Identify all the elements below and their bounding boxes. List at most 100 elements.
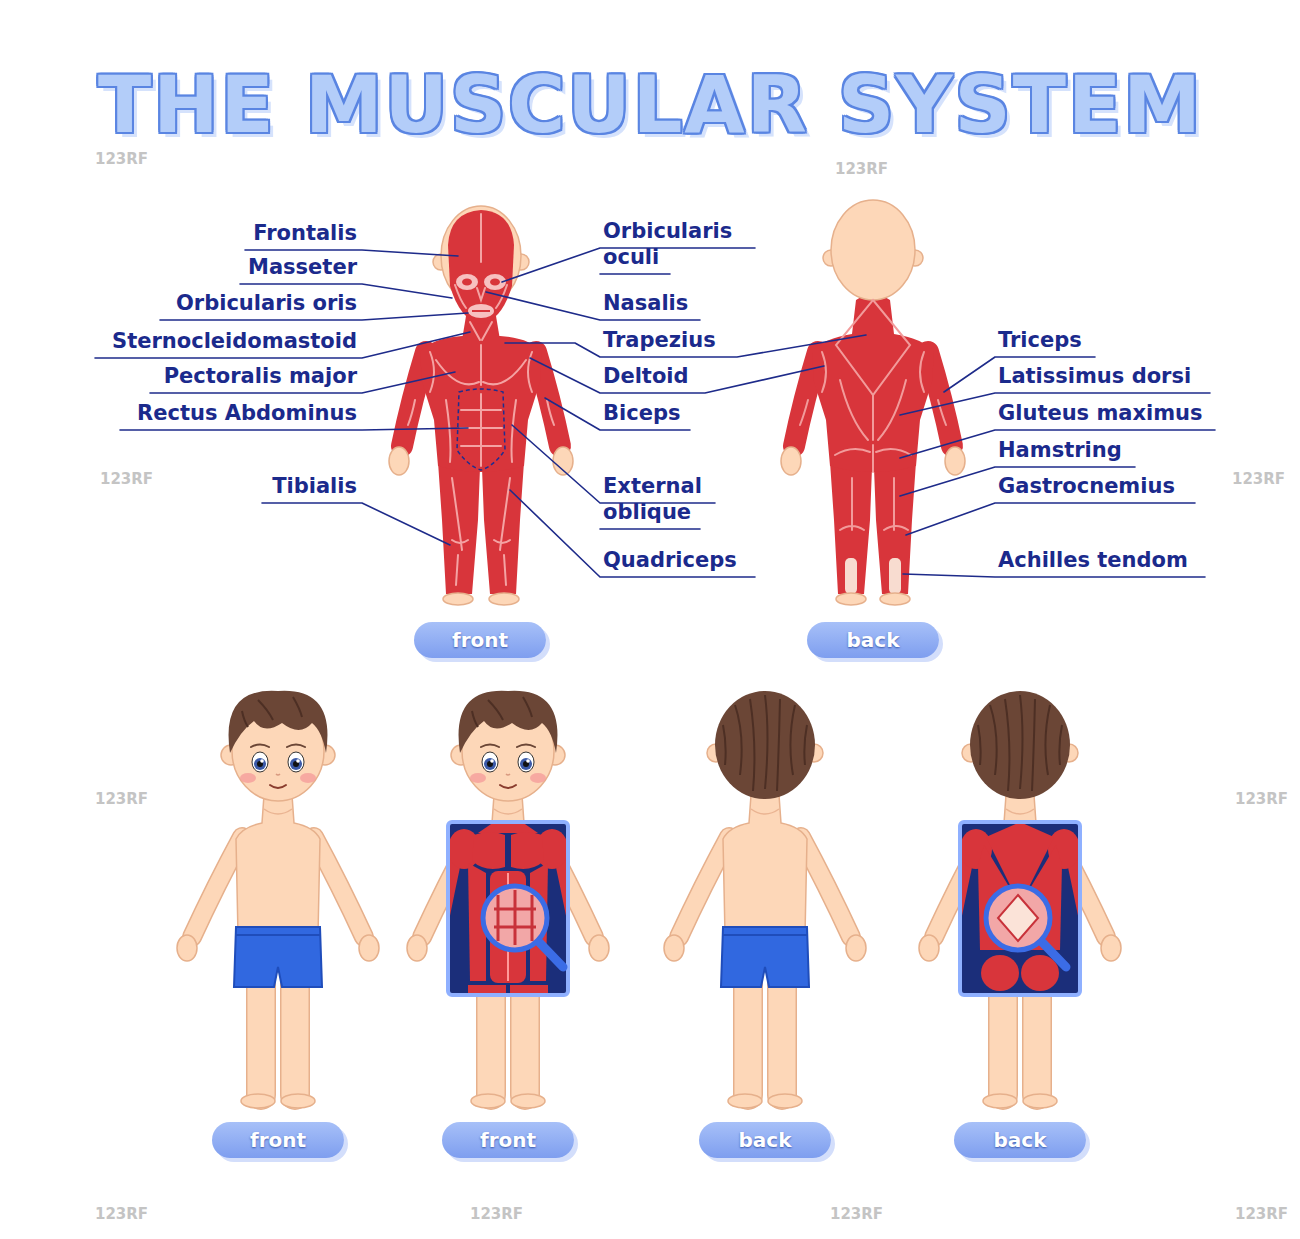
boy-front-muscles [448,822,568,995]
muscle-label: Frontalis [253,220,357,246]
boy-back [664,795,866,1108]
button-label: back [847,628,900,652]
muscle-figure-front [468,304,494,318]
muscle-figure-back [800,300,946,530]
boy-back-muscles [960,822,1080,995]
boy-front [177,795,379,1108]
muscle-figure-front [448,210,514,324]
muscle-label: Biceps [603,400,680,426]
watermark: 123RF [1235,1205,1288,1223]
muscle-figure-back [822,352,924,392]
boy-front-muscles [451,691,565,801]
muscle-figure-back [845,558,857,594]
muscle-label: External oblique [603,473,753,525]
boy-front-muscles [483,886,547,950]
muscle-figure-back [812,294,934,472]
leader-lines [600,528,700,530]
watermark: 123RF [1235,790,1288,808]
boy-back-muscles [960,822,1080,995]
muscle-figure-front [389,206,573,605]
boy-front-muscles [448,822,568,995]
muscle-figure-front [430,352,532,392]
view-button: front [442,1122,574,1158]
muscle-figure-front [470,322,492,340]
muscle-figure-back [836,593,866,605]
muscle-label: Trapezius [603,327,716,353]
button-label: back [739,1128,792,1152]
button-label: front [452,628,508,652]
muscle-label: Orbicularis oris [176,290,357,316]
view-button: back [699,1122,831,1158]
muscle-figure-back [945,447,965,475]
muscle-label: Masseter [248,254,357,280]
button-label: front [250,1128,306,1152]
watermark: 123RF [95,1205,148,1223]
boy-back-muscles [1021,955,1059,991]
muscle-figure-back [889,558,901,594]
boy-front-muscles [538,941,563,967]
boy-back-muscles [919,691,1121,1108]
muscle-figure-back [781,200,965,605]
muscle-figure-back [880,593,910,605]
muscle-figure-back [800,400,946,425]
muscle-label: Gastrocnemius [998,473,1175,499]
watermark: 123RF [830,1205,883,1223]
boy-front-muscles [511,832,544,869]
leader-lines [906,503,1195,535]
watermark: 123RF [470,1205,523,1223]
muscle-label: Hamstring [998,437,1122,463]
watermark: 123RF [835,160,888,178]
muscle-label: Deltoid [603,363,689,389]
leader-lines [95,248,1215,577]
muscle-figure-front [457,389,505,470]
muscle-figure-front [490,279,500,286]
muscle-figure-front [456,274,478,290]
muscle-figure-front [455,214,507,308]
boy-back-muscles [986,886,1050,950]
muscle-figure-front [408,214,554,585]
muscle-label: Tibialis [272,473,357,499]
muscle-figure-front [436,345,526,385]
boy-back-muscles [1041,941,1066,967]
watermark: 123RF [95,150,148,168]
boy-back-muscles [962,691,1078,799]
button-label: back [994,1128,1047,1152]
boy-front-muscles [407,691,609,1108]
watermark: 123RF [1232,470,1285,488]
boy-back-muscles [981,955,1019,991]
muscle-figure-back [836,300,910,395]
boy-front-muscles [448,822,568,995]
boy-front [177,691,379,1108]
leader-lines [903,574,1205,577]
muscle-label: Orbicularis oculi [603,218,763,270]
boy-front [221,691,335,801]
boy-back-muscles [960,822,1080,995]
watermark: 123RF [100,470,153,488]
boy-front-muscles [472,832,505,869]
muscle-label: Nasalis [603,290,688,316]
muscle-figure-front [389,447,409,475]
view-button: back [807,622,939,658]
title: THE MUSCULAR SYSTEM [98,66,1203,144]
boy-back [707,691,823,799]
muscle-figure-front [452,478,510,585]
muscle-label: Sternocleidomastoid [112,328,357,354]
boy-back [664,691,866,1108]
boy-front-muscles [407,795,609,1108]
view-button: front [414,622,546,658]
muscle-label: Pectoralis major [164,363,357,389]
muscle-figure-back [831,200,915,300]
button-label: front [480,1128,536,1152]
muscle-figure-back [840,478,908,530]
muscle-label: Triceps [998,327,1082,353]
muscle-figure-front [472,310,490,312]
leader-lines [600,273,670,275]
muscle-figure-front [462,279,472,286]
leader-lines [120,428,468,430]
muscle-figure-front [420,336,542,472]
muscle-label: Quadriceps [603,547,737,573]
muscle-label: Gluteus maximus [998,400,1203,426]
